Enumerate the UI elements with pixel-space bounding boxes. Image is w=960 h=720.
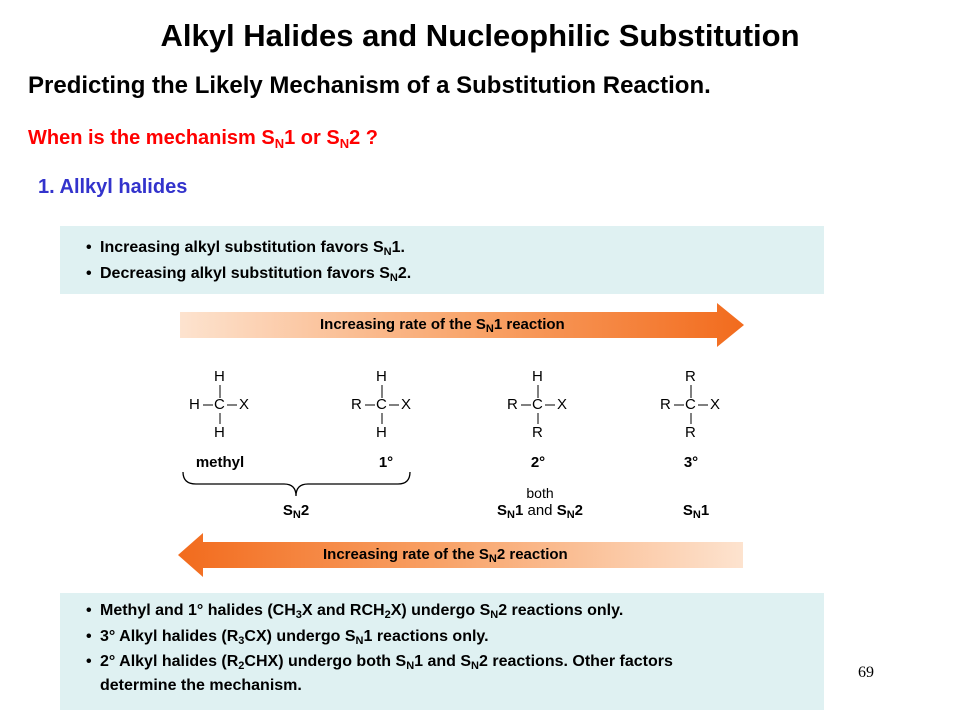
slide-subtitle: Predicting the Likely Mechanism of a Sub… [28,72,711,99]
secondary-both-label: both [526,485,554,501]
primary-left-atom: R [351,396,362,413]
methyl-primary-mechanism: SN2 [282,502,310,521]
bullet-secondary: 2° Alkyl halides (R2CHX) undergo both SN… [86,652,824,696]
slide-title: Alkyl Halides and Nucleophilic Substitut… [160,18,800,53]
summary-box-top: Increasing alkyl substitution favors SN1… [60,226,824,294]
secondary-top-atom: H [532,368,543,385]
tertiary-top-atom: R [685,368,696,385]
secondary-bonds [521,385,555,424]
tertiary-class-label: 3° [683,454,699,471]
tertiary-mechanism: SN1 [682,502,710,521]
mechanism-question: When is the mechanism SN1 or SN2 ? [28,127,378,151]
summary-list-bottom: Methyl and 1° halides (CH3X and RCH2X) u… [60,593,824,696]
secondary-right-atom: X [557,396,568,413]
sn2-arrow-label: Increasing rate of the SN2 reaction [323,546,568,565]
methyl-class-label: methyl [195,454,245,471]
summary-box-bottom: Methyl and 1° halides (CH3X and RCH2X) u… [60,593,824,710]
bullet-decreasing-substitution: Decreasing alkyl substitution favors SN2… [86,263,824,289]
bullet-increasing-substitution: Increasing alkyl substitution favors SN1… [86,237,824,263]
primary-center-atom: C [376,396,387,413]
page-number: 69 [858,664,874,681]
summary-list-top: Increasing alkyl substitution favors SN1… [60,226,824,289]
grouping-brace [182,471,411,497]
primary-bonds [365,385,399,424]
secondary-left-atom: R [507,396,518,413]
tertiary-right-atom: X [710,396,721,413]
secondary-class-label: 2° [530,454,546,471]
secondary-mechanism: SN1 and SN2 [497,502,583,521]
primary-class-label: 1° [378,454,394,471]
sn1-rate-arrow [180,303,744,347]
primary-top-atom: H [376,368,387,385]
primary-right-atom: X [401,396,412,413]
bullet-methyl-primary: Methyl and 1° halides (CH3X and RCH2X) u… [86,600,824,626]
sn2-rate-arrow [178,533,743,577]
methyl-left-atom: H [189,396,200,413]
primary-bottom-atom: H [376,424,387,441]
methyl-center-atom: C [214,396,225,413]
tertiary-bottom-atom: R [685,424,696,441]
methyl-bonds [203,385,237,424]
secondary-center-atom: C [532,396,543,413]
tertiary-left-atom: R [660,396,671,413]
bond-lines [203,385,708,424]
methyl-bottom-atom: H [214,424,225,441]
methyl-top-atom: H [214,368,225,385]
section-heading: 1. Allkyl halides [38,176,188,198]
secondary-bottom-atom: R [532,424,543,441]
bullet-tertiary: 3° Alkyl halides (R3CX) undergo SN1 reac… [86,626,824,652]
tertiary-bonds [674,385,708,424]
methyl-right-atom: X [239,396,250,413]
sn1-arrow-label: Increasing rate of the SN1 reaction [320,316,565,335]
tertiary-center-atom: C [685,396,696,413]
